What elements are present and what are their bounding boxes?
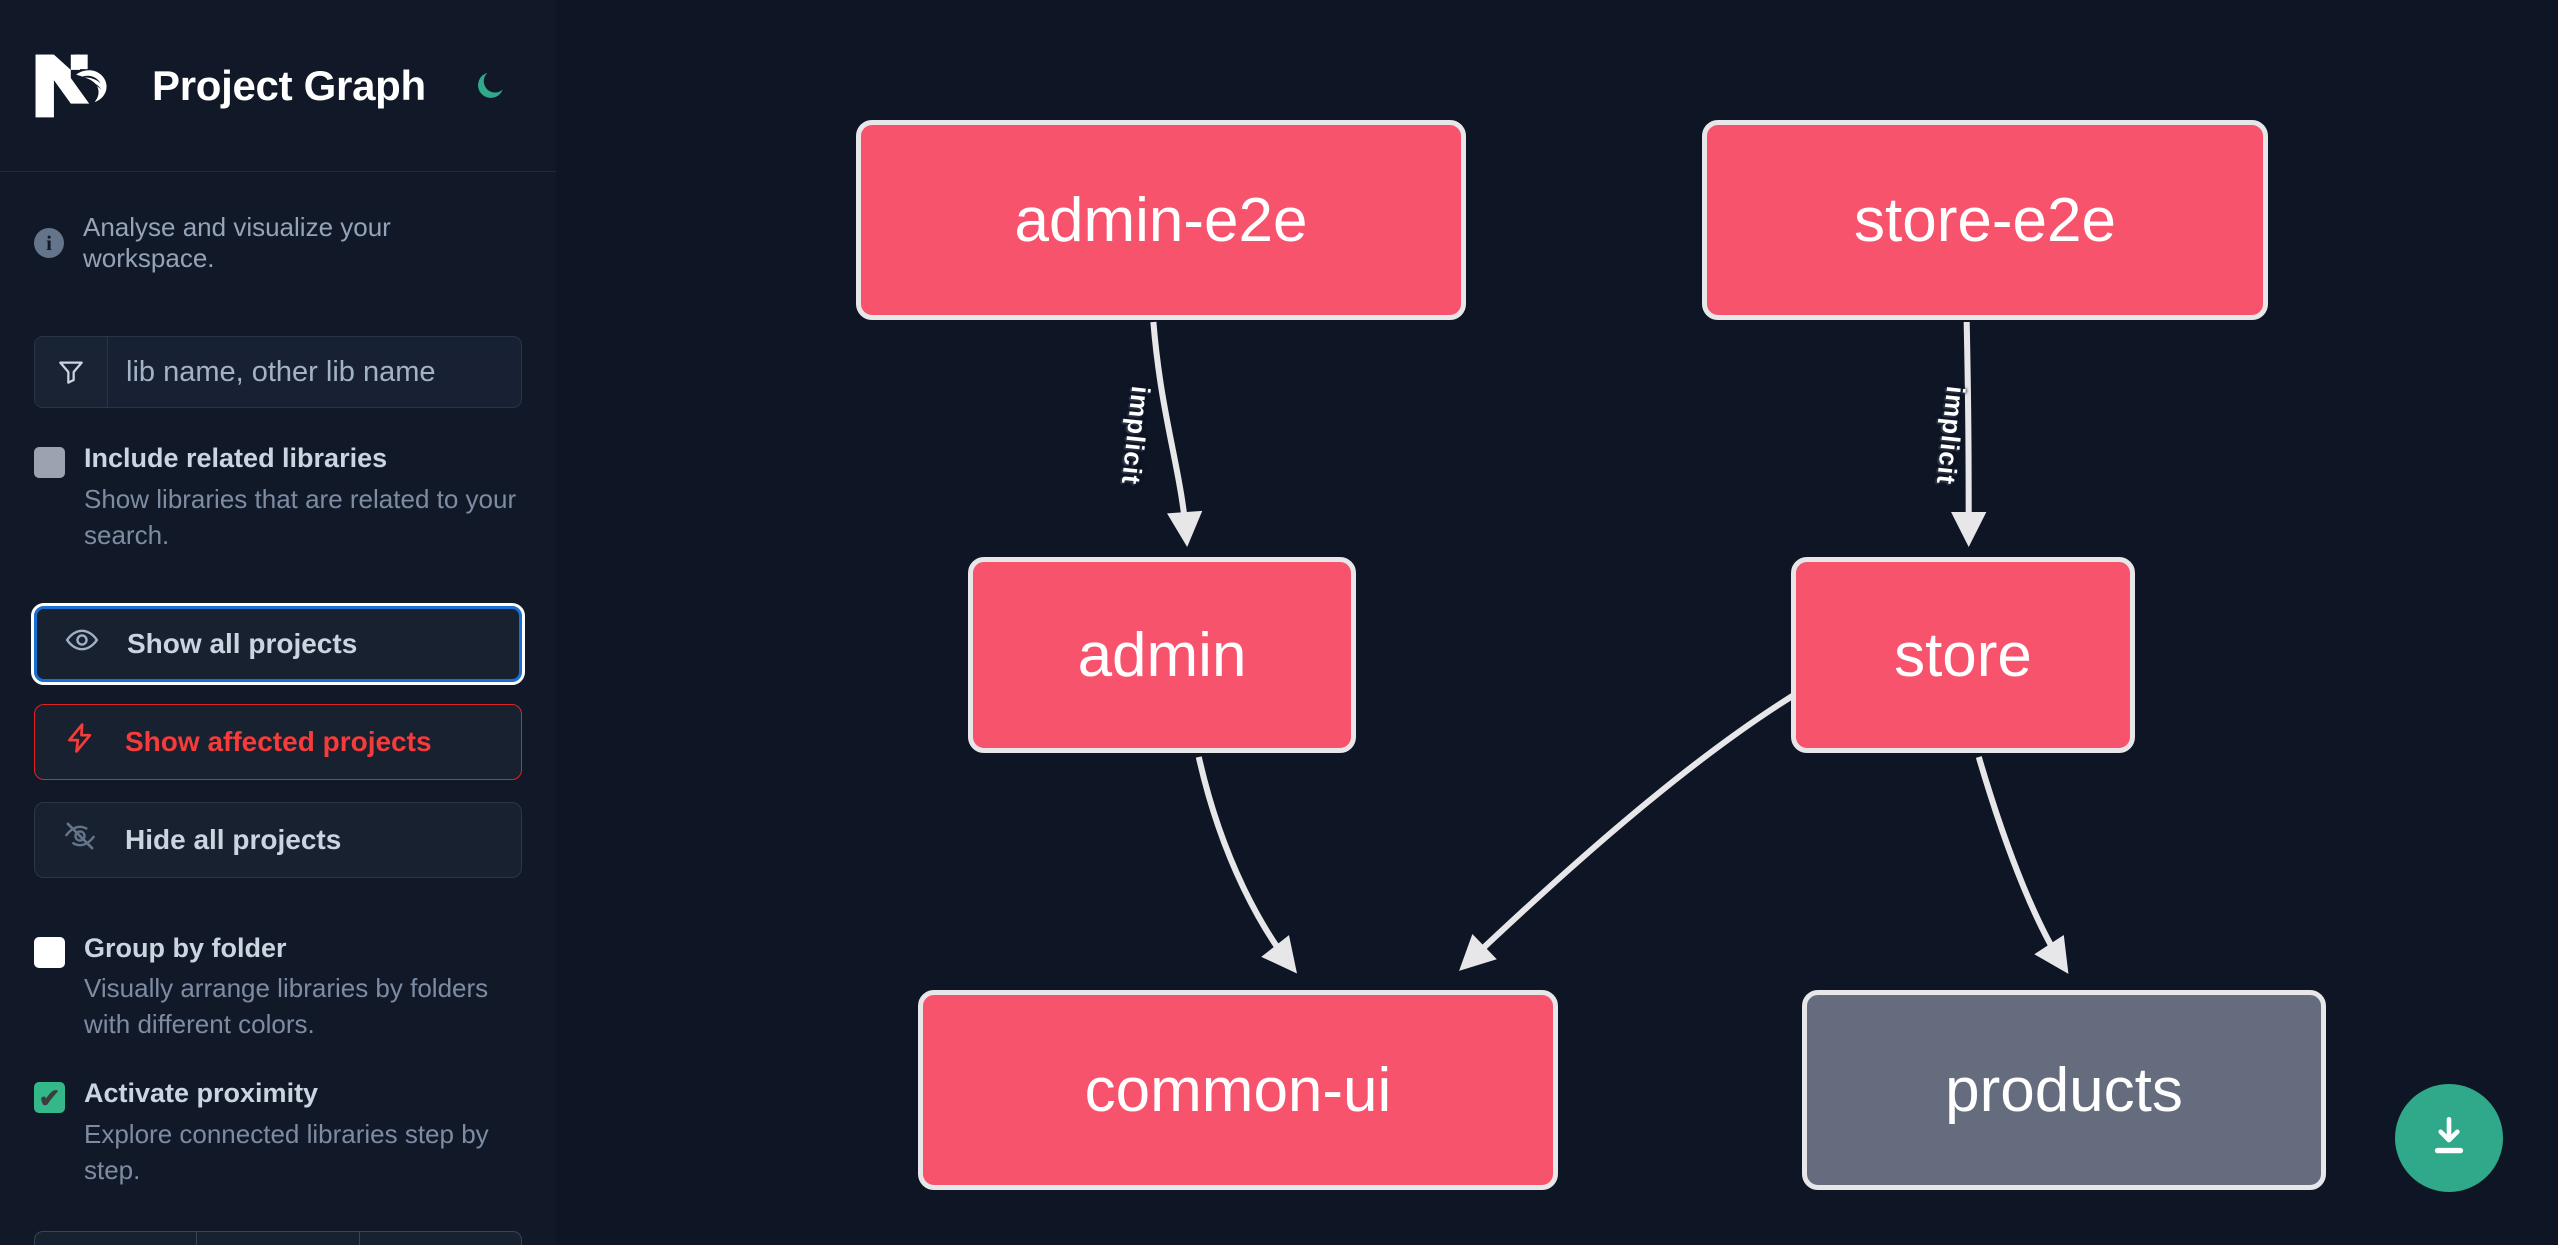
graph-node-store[interactable]: store <box>1791 557 2135 753</box>
hide-all-projects-label: Hide all projects <box>125 823 342 855</box>
option-group-by-folder[interactable]: Group by folder Visually arrange librari… <box>34 932 522 1044</box>
option-label: Activate proximity <box>84 1078 319 1108</box>
search-input[interactable] <box>108 337 521 407</box>
eye-icon <box>65 623 99 664</box>
eye-off-icon <box>63 819 97 860</box>
group-by-folder-checkbox[interactable] <box>34 936 65 968</box>
proximity-stepper-group[interactable] <box>34 1231 522 1245</box>
proximity-step-decrease[interactable] <box>35 1232 198 1245</box>
moon-icon[interactable] <box>468 64 512 108</box>
option-include-related-libraries[interactable]: Include related libraries Show libraries… <box>34 442 522 554</box>
graph-node-label: products <box>1945 1055 2183 1125</box>
hide-all-projects-button[interactable]: Hide all projects <box>34 801 522 878</box>
graph-node-label: store <box>1894 620 2032 690</box>
search-bar[interactable] <box>34 336 522 408</box>
option-activate-proximity[interactable]: ✔ Activate proximity Explore connected l… <box>34 1077 522 1189</box>
sidebar-header: Project Graph <box>0 0 556 172</box>
check-mark-icon: ✔ <box>38 1082 61 1113</box>
graph-node-admin[interactable]: admin <box>968 557 1356 753</box>
workspace-info-text: Analyse and visualize your workspace. <box>83 212 391 273</box>
graph-node-label: common-ui <box>1084 1055 1392 1125</box>
option-description: Explore connected libraries step by step… <box>84 1118 489 1185</box>
workspace-info: i Analyse and visualize your workspace. <box>0 172 556 274</box>
download-graph-button[interactable] <box>2395 1084 2503 1192</box>
graph-node-common-ui[interactable]: common-ui <box>918 990 1558 1190</box>
info-icon: i <box>34 228 64 258</box>
sidebar: Project Graph i Analyse and visualize yo… <box>0 0 556 1245</box>
download-icon <box>2424 1112 2474 1165</box>
graph-node-store-e2e[interactable]: store-e2e <box>1702 120 2268 320</box>
show-all-projects-button[interactable]: Show all projects <box>31 602 525 685</box>
option-label: Include related libraries <box>84 443 388 473</box>
graph-node-label: admin <box>1077 620 1247 690</box>
edge-admin-e2e-admin <box>1150 321 1203 547</box>
proximity-step-increase[interactable] <box>360 1232 521 1245</box>
lightning-icon <box>63 721 97 762</box>
edge-store-e2e-store <box>1951 321 1987 547</box>
option-description: Show libraries that are related to your … <box>84 483 517 550</box>
graph-node-label: store-e2e <box>1854 185 2116 255</box>
option-label: Group by folder <box>84 932 287 963</box>
show-all-projects-label: Show all projects <box>127 627 358 659</box>
graph-node-products[interactable]: products <box>1802 990 2326 1190</box>
graph-node-label: admin-e2e <box>1014 185 1308 255</box>
filter-icon <box>35 337 108 407</box>
nx-logo <box>34 53 126 119</box>
page-title: Project Graph <box>152 61 426 109</box>
show-affected-projects-label: Show affected projects <box>125 725 432 757</box>
graph-edges <box>1150 321 2069 974</box>
edge-admin-common-ui <box>1195 756 1297 974</box>
edge-store-common-ui <box>1459 687 1804 971</box>
activate-proximity-checkbox[interactable]: ✔ <box>34 1082 65 1113</box>
graph-canvas[interactable]: admin-e2e store-e2e admin store common-u… <box>556 0 2558 1245</box>
edge-store-products <box>1975 756 2069 974</box>
graph-node-admin-e2e[interactable]: admin-e2e <box>856 120 1466 320</box>
include-related-libraries-checkbox[interactable] <box>34 447 65 478</box>
option-description: Visually arrange libraries by folders wi… <box>84 973 489 1040</box>
project-visibility-buttons: Show all projects Show affected projects <box>31 602 525 878</box>
proximity-step-value[interactable] <box>197 1232 360 1245</box>
show-affected-projects-button[interactable]: Show affected projects <box>34 703 522 780</box>
